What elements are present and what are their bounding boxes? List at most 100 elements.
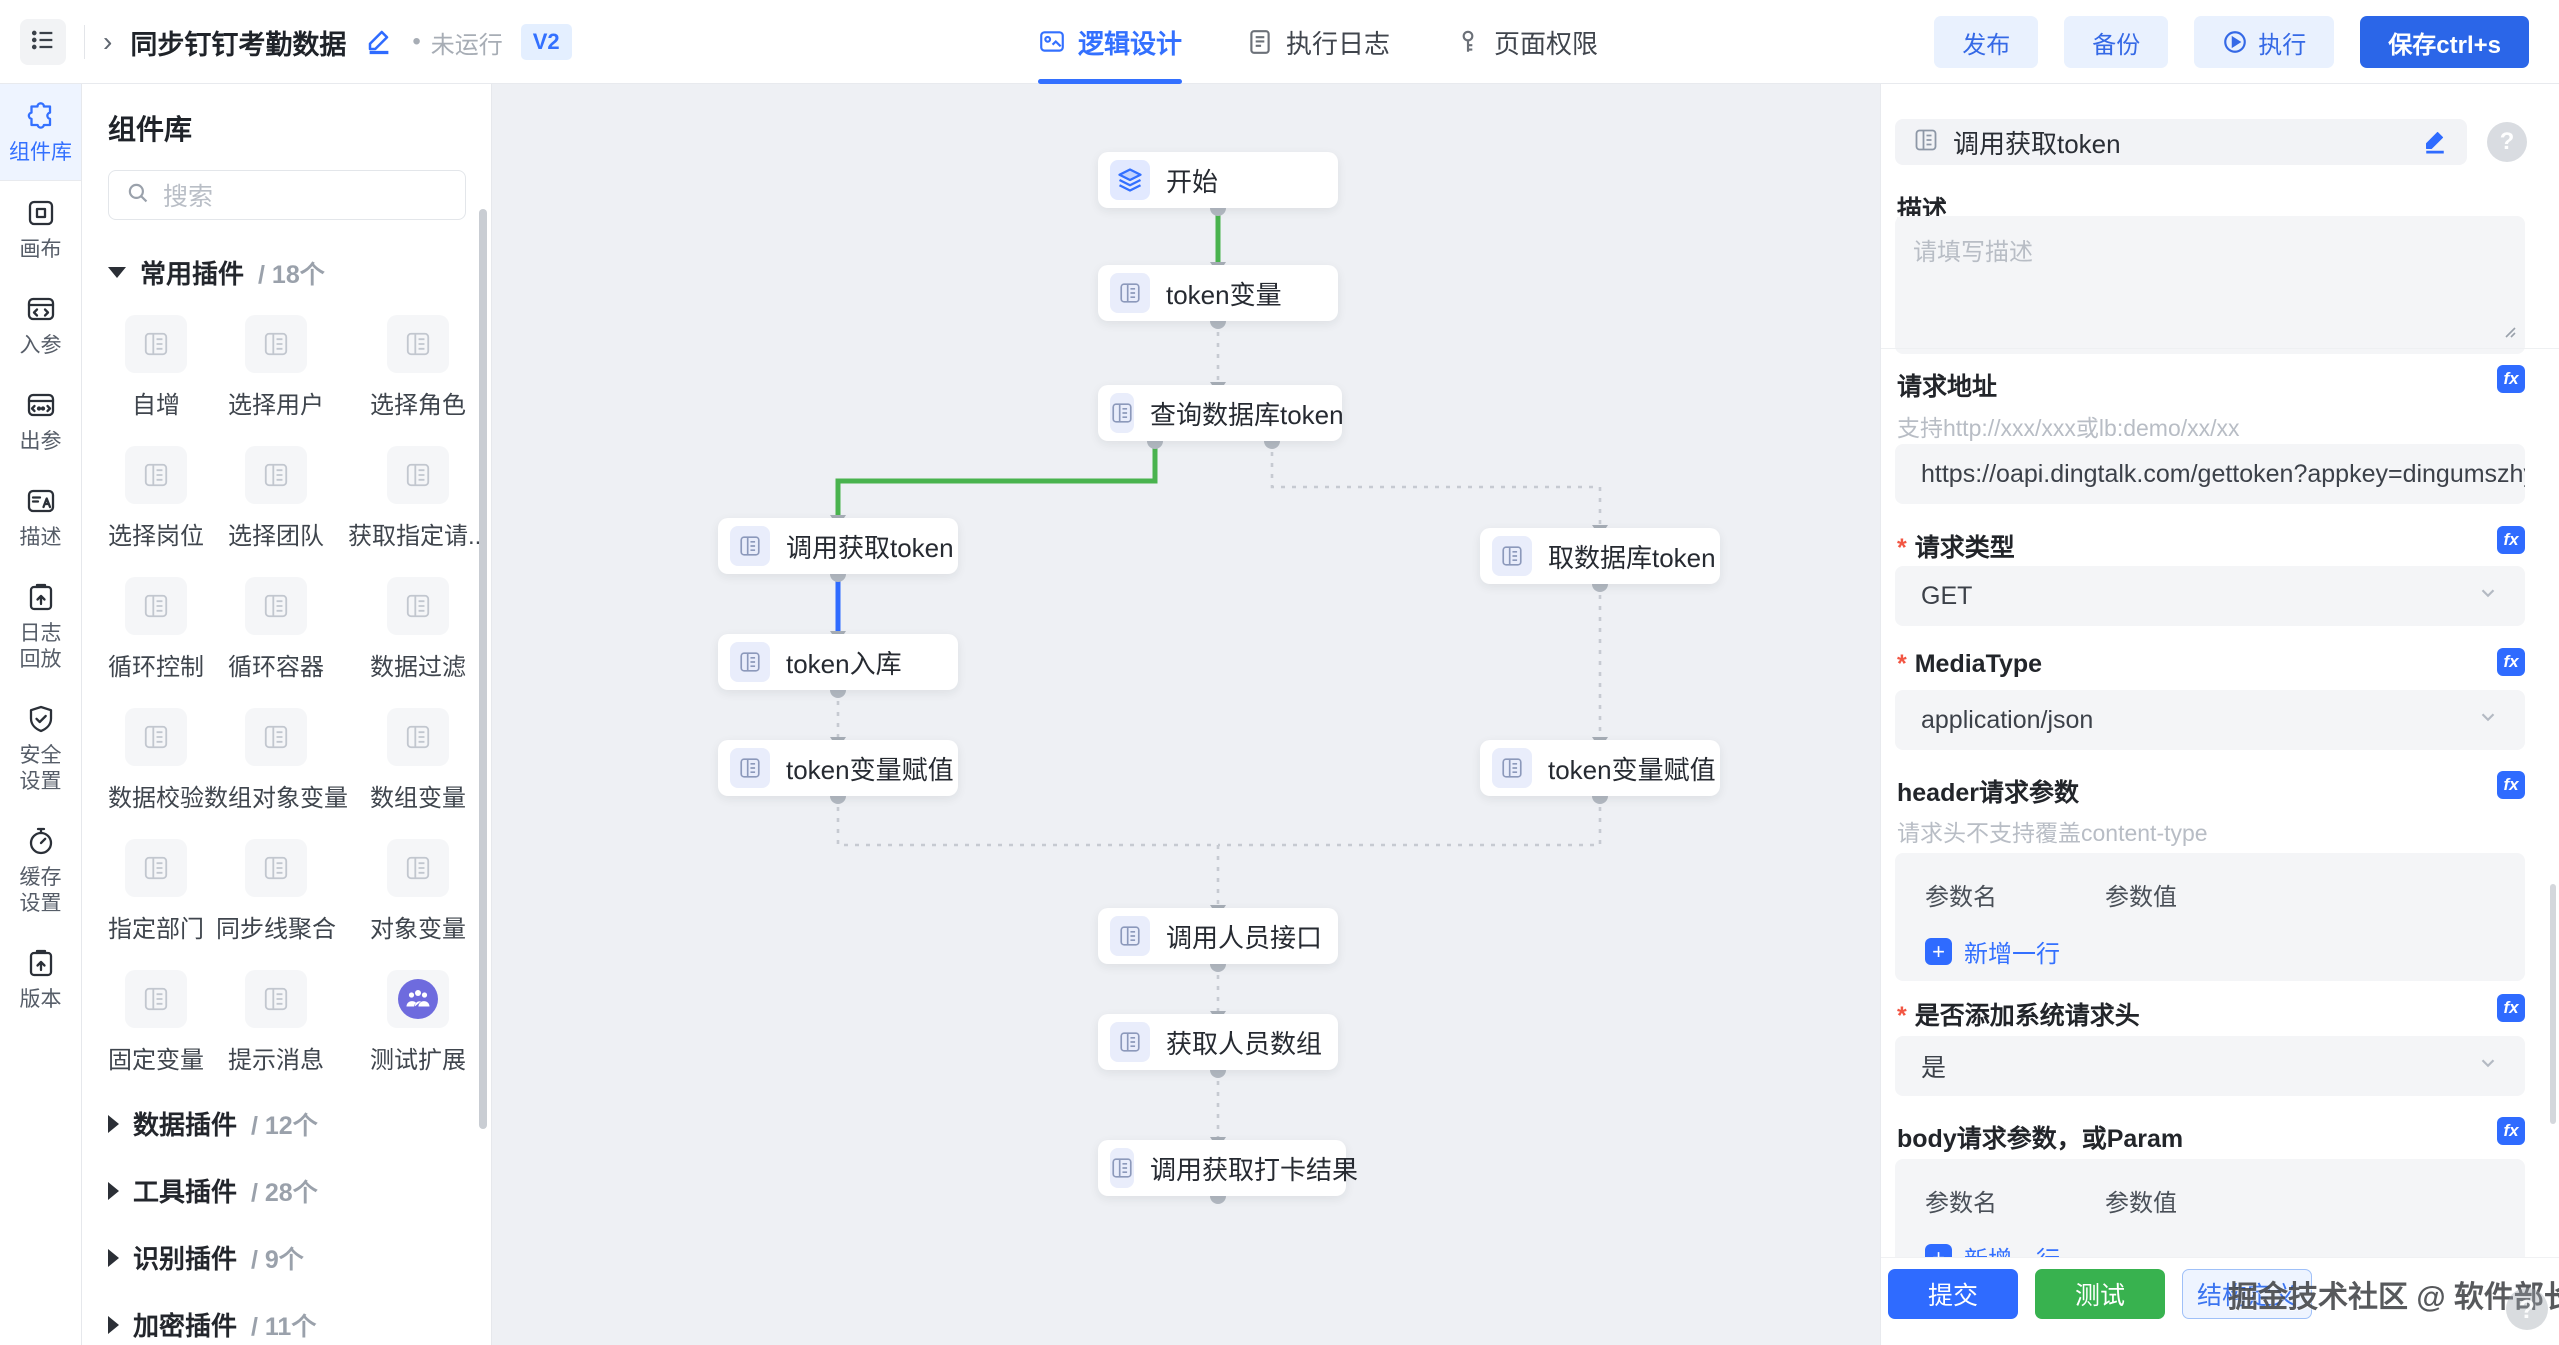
plugin-icon	[245, 839, 307, 897]
plugin-item[interactable]: 循环控制	[108, 577, 204, 682]
rail-item-cache-settings[interactable]: 缓存设置	[0, 809, 81, 931]
plugin-item[interactable]: 自增	[108, 315, 204, 420]
section-数据插件[interactable]: 数据插件/ 12个	[108, 1105, 473, 1142]
tab-logic-design[interactable]: 逻辑设计	[1038, 0, 1183, 84]
mediatype-select[interactable]: application/json	[1895, 690, 2525, 750]
flow-node-call-person-api[interactable]: 调用人员接口	[1098, 908, 1338, 964]
flow-node-call-punch-result[interactable]: 调用获取打卡结果	[1098, 1140, 1358, 1196]
fx-header-params-button[interactable]: fx	[2497, 771, 2525, 799]
plugin-item[interactable]: 选择岗位	[108, 446, 204, 551]
save-button[interactable]: 保存ctrl+s	[2360, 16, 2529, 68]
help-button[interactable]: ?	[2487, 122, 2527, 162]
table-icon	[1110, 916, 1150, 956]
method-select[interactable]: GET	[1895, 566, 2525, 626]
structure-button[interactable]: 结构定义	[2182, 1269, 2312, 1319]
flow-node-token-var[interactable]: token变量	[1098, 265, 1338, 321]
mediatype-label: * MediaType	[1897, 650, 2043, 678]
description-textarea[interactable]: 请填写描述	[1895, 216, 2525, 354]
plugin-item[interactable]: 数组对象变量	[204, 708, 348, 813]
rail-item-components[interactable]: 组件库	[0, 84, 81, 180]
edit-title-icon[interactable]	[364, 25, 394, 60]
plugin-item[interactable]: 同步线聚合	[204, 839, 348, 944]
param-value-col: 参数值	[2105, 884, 2177, 911]
plugin-icon	[387, 315, 449, 373]
plugin-item[interactable]: 指定部门	[108, 839, 204, 944]
plugin-item[interactable]: 选择团队	[204, 446, 348, 551]
status-text: 未运行	[430, 31, 503, 59]
divider	[0, 180, 81, 181]
chevron-down-icon	[2477, 582, 2499, 611]
section-工具插件[interactable]: 工具插件/ 28个	[108, 1172, 473, 1209]
flow-node-token-store[interactable]: token入库	[718, 634, 958, 690]
chevron-down-icon	[2477, 1052, 2499, 1081]
header-params-table: 参数名 参数值 + 新增一行	[1895, 853, 2525, 981]
fx-body-params-button[interactable]: fx	[2497, 1117, 2525, 1145]
tab-exec-log[interactable]: 执行日志	[1246, 0, 1390, 84]
rail-item-log-replay[interactable]: 日志回放	[0, 565, 81, 687]
plugin-item[interactable]: 测试扩展	[348, 970, 488, 1075]
submit-button[interactable]: 提交	[1888, 1269, 2018, 1319]
backup-button[interactable]: 备份	[2064, 16, 2169, 68]
resize-handle-icon[interactable]	[2501, 318, 2517, 346]
plugin-item[interactable]: 对象变量	[348, 839, 488, 944]
chevron-down-icon	[2477, 706, 2499, 735]
plugin-item[interactable]: 数据过滤	[348, 577, 488, 682]
flow-node-call-get-token[interactable]: 调用获取token	[718, 518, 958, 574]
flow-node-token-assign-left[interactable]: token变量赋值	[718, 740, 958, 796]
url-input[interactable]: https://oapi.dingtalk.com/gettoken?appke…	[1895, 444, 2525, 504]
rail-item-output-params[interactable]: 出参	[0, 373, 81, 469]
table-icon	[1492, 748, 1532, 788]
plugin-item[interactable]: 固定变量	[108, 970, 204, 1075]
plugin-item[interactable]: 提示消息	[204, 970, 348, 1075]
plugin-item[interactable]: 获取指定请...	[348, 446, 488, 551]
menu-button[interactable]	[20, 19, 66, 65]
fx-method-button[interactable]: fx	[2497, 526, 2525, 554]
flow-node-token-assign-right[interactable]: token变量赋值	[1480, 740, 1720, 796]
test-button[interactable]: 测试	[2035, 1269, 2165, 1319]
section-加密插件[interactable]: 加密插件/ 11个	[108, 1306, 473, 1343]
run-button[interactable]: 执行	[2194, 16, 2335, 68]
url-hint: 支持http://xxx/xxx或lb:demo/xx/xx	[1897, 415, 2240, 441]
flow-node-get-person-array[interactable]: 获取人员数组	[1098, 1014, 1338, 1070]
fx-mediatype-button[interactable]: fx	[2497, 648, 2525, 676]
rail-item-security-settings[interactable]: 安全设置	[0, 687, 81, 809]
rail-item-canvas[interactable]: 画布	[0, 181, 81, 277]
required-mark: *	[1897, 1002, 1907, 1030]
edit-node-name-icon[interactable]	[2421, 126, 2449, 159]
fx-url-button[interactable]: fx	[2497, 365, 2525, 393]
header-params-hint: 请求头不支持覆盖content-type	[1897, 820, 2208, 846]
add-header-param-button[interactable]: + 新增一行	[1925, 934, 2525, 969]
plugin-item[interactable]: 选择角色	[348, 315, 488, 420]
table-icon	[1110, 1022, 1150, 1062]
plugin-icon	[387, 446, 449, 504]
tab-page-perm[interactable]: 页面权限	[1454, 0, 1598, 84]
table-icon	[1110, 273, 1150, 313]
flow-node-start[interactable]: 开始	[1098, 152, 1338, 208]
system-header-select[interactable]: 是	[1895, 1036, 2525, 1096]
flow-node-get-db-token[interactable]: 取数据库token	[1480, 528, 1720, 584]
flow-node-query-db-token[interactable]: 查询数据库token	[1098, 385, 1344, 441]
flow-canvas[interactable]: 开始 token变量查询数据库token 调用获取token token入库 token…	[492, 84, 1880, 1345]
design-icon	[1038, 28, 1066, 56]
fx-system-header-button[interactable]: fx	[2497, 994, 2525, 1022]
plugin-item[interactable]: 数据校验	[108, 708, 204, 813]
plugin-icon	[245, 446, 307, 504]
param-value-col: 参数值	[2105, 1190, 2177, 1217]
rail-item-version[interactable]: 版本	[0, 931, 81, 1027]
publish-button[interactable]: 发布	[1934, 16, 2039, 68]
table-icon	[730, 642, 770, 682]
system-header-value: 是	[1921, 1054, 1947, 1082]
rail-item-input-params[interactable]: 入参	[0, 277, 81, 373]
search-input[interactable]: 搜索	[108, 170, 466, 220]
section-common-plugins[interactable]: 常用插件 / 18个	[108, 254, 473, 291]
plugin-item[interactable]: 选择用户	[204, 315, 348, 420]
chevron-right-icon	[108, 1315, 119, 1334]
library-scrollbar[interactable]	[479, 209, 487, 1129]
rail-item-description[interactable]: 描述	[0, 469, 81, 565]
plugin-item[interactable]: 循环容器	[204, 577, 348, 682]
inspector-scrollbar[interactable]	[2550, 884, 2556, 1124]
section-识别插件[interactable]: 识别插件/ 9个	[108, 1239, 473, 1276]
plugin-item[interactable]: 数组变量	[348, 708, 488, 813]
table-icon	[1110, 393, 1134, 433]
